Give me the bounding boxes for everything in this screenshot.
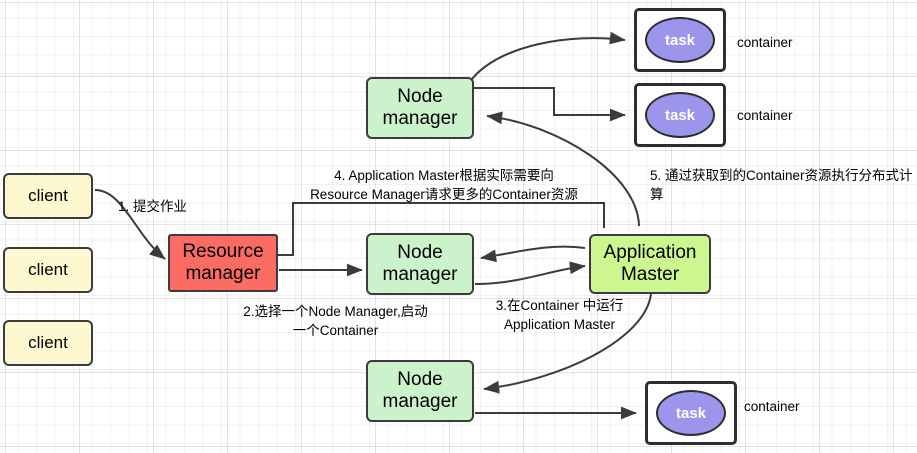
application-master-box[interactable]: Application Master — [589, 234, 711, 294]
container-box-1[interactable]: task — [634, 8, 726, 72]
edge-top-node-manager-to-container-2 — [474, 87, 626, 122]
container-box-2[interactable]: task — [634, 83, 726, 147]
client-box-3[interactable]: client — [3, 320, 93, 366]
annotation-step-5: 5. 通过获取到的Container资源执行分布式计算 — [650, 168, 913, 202]
client-box-2[interactable]: client — [3, 247, 93, 293]
edge-application-master-to-node-manager — [480, 245, 586, 263]
annotation-step-1: 1. 提交作业 — [118, 199, 188, 214]
container-caption-1: container — [737, 35, 793, 50]
node-manager-box-bottom[interactable]: Node manager — [366, 360, 474, 422]
annotation-step-2: 2.选择一个Node Manager,启动 一个Container — [243, 304, 428, 338]
resource-manager-box[interactable]: Resource manager — [168, 234, 278, 292]
client-box-1[interactable]: client — [3, 173, 93, 219]
task-ellipse-2[interactable]: task — [645, 92, 715, 138]
node-manager-box-top[interactable]: Node manager — [366, 77, 474, 139]
annotation-step-3: 3.在Container 中运行 Application Master — [495, 298, 624, 332]
annotation-step-4: 4. Application Master根据实际需要向 Resource Ma… — [310, 168, 578, 202]
edge-top-node-manager-to-container-1 — [471, 31, 626, 80]
node-manager-box-middle[interactable]: Node manager — [366, 233, 474, 295]
container-caption-2: container — [737, 108, 793, 123]
container-box-3[interactable]: task — [645, 381, 737, 445]
task-ellipse-3[interactable]: task — [656, 390, 726, 436]
task-ellipse-1[interactable]: task — [645, 17, 715, 63]
container-caption-3: container — [744, 399, 800, 414]
edge-node-manager-to-application-master — [474, 261, 586, 285]
